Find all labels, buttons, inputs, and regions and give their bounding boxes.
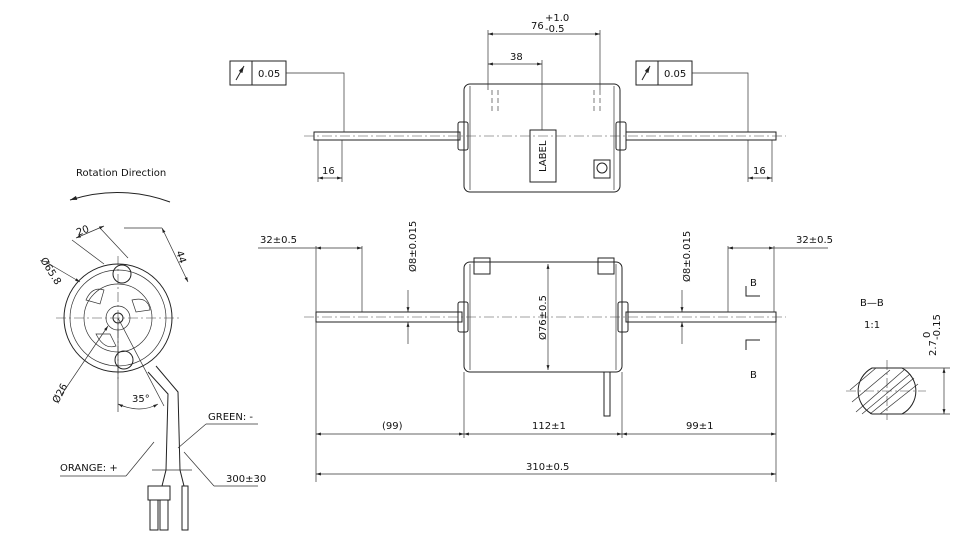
dim-76: 76 <box>531 21 544 32</box>
dim-44: 44 <box>173 250 187 266</box>
rotation-label: Rotation Direction <box>76 168 166 179</box>
dim-38: 38 <box>510 52 523 63</box>
dim-20: 20 <box>75 224 91 239</box>
dim-right-length: 99±1 <box>686 421 713 432</box>
svg-text:0.05: 0.05 <box>664 69 686 80</box>
section-title: B—B <box>860 298 884 309</box>
tolerance-frame-right: 0.05 <box>635 60 749 132</box>
dim-hole-diameter: Ø26 <box>50 382 70 406</box>
dim-left-16: 16 <box>322 166 335 177</box>
section-b-b: B—B 1:1 2.7 0 -0.15 <box>846 298 950 420</box>
front-view: Ø76±0.5 Ø8±0.015 Ø8±0.015 32±0.5 32±0.5 … <box>258 221 833 482</box>
section-flat-dim: 2.7 <box>928 340 939 356</box>
dim-mount-diameter: Ø65.8 <box>37 255 63 287</box>
section-flat-upper-tol: 0 <box>922 332 933 338</box>
dim-76-upper-tol: +1.0 <box>545 13 569 24</box>
dim-body-length: 112±1 <box>532 421 566 432</box>
svg-text:0.05: 0.05 <box>258 69 280 80</box>
section-marker-bottom: B <box>750 370 757 381</box>
dim-right-flat: 32±0.5 <box>796 235 833 246</box>
tolerance-frame-left: 0.05 <box>229 60 345 132</box>
wire-length-label: 300±30 <box>226 474 266 485</box>
dim-right-16: 16 <box>753 166 766 177</box>
dim-left-flat: 32±0.5 <box>260 235 297 246</box>
section-flat-lower-tol: -0.15 <box>932 314 943 340</box>
svg-text:LABEL: LABEL <box>538 140 549 172</box>
wire-green-label: GREEN: - <box>208 412 253 423</box>
rotation-arrow <box>69 191 171 203</box>
end-view: Rotation Direction Ø65.8 20 44 Ø26 35° <box>37 168 266 531</box>
top-view: LABEL 76 +1.0 -0.5 38 0.05 0.05 <box>229 13 786 193</box>
dim-left-shaft-diameter: Ø8±0.015 <box>407 221 419 272</box>
dim-left-length: (99) <box>382 421 403 432</box>
section-scale: 1:1 <box>864 320 880 331</box>
wire-orange-label: ORANGE: + <box>60 463 118 474</box>
section-marker-top: B <box>750 278 757 289</box>
dim-total-length: 310±0.5 <box>526 462 569 473</box>
dim-76-lower-tol: -0.5 <box>545 24 565 35</box>
dim-angle: 35° <box>132 394 150 405</box>
dim-right-shaft-diameter: Ø8±0.015 <box>681 231 693 282</box>
dim-body-diameter: Ø76±0.5 <box>537 295 549 340</box>
